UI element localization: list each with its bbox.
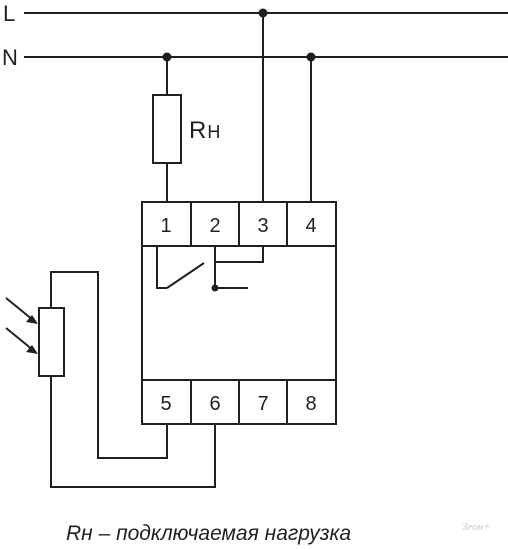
terminal-1: 1 xyxy=(160,215,171,237)
caption: Rн – подключаемая нагрузка xyxy=(66,522,351,545)
watermark: Зеон+ xyxy=(462,521,491,533)
wire-sensor-to-terminal-6 xyxy=(50,376,216,488)
label-n: N xyxy=(2,45,18,70)
photoresistor xyxy=(38,307,65,377)
terminal-5: 5 xyxy=(160,393,171,415)
terminal-6: 6 xyxy=(209,393,220,415)
load-label: RН xyxy=(189,117,220,144)
wire-sensor-to-terminal-5 xyxy=(50,271,168,459)
label-l: L xyxy=(3,1,15,26)
load-resistor xyxy=(152,94,182,164)
relay-contact-symbol xyxy=(156,246,264,292)
terminal-4: 4 xyxy=(305,215,316,237)
terminal-8: 8 xyxy=(305,393,316,415)
terminal-3: 3 xyxy=(257,215,268,237)
terminal-7: 7 xyxy=(257,393,268,415)
terminal-2: 2 xyxy=(209,215,220,237)
light-arrows-icon xyxy=(5,297,38,354)
